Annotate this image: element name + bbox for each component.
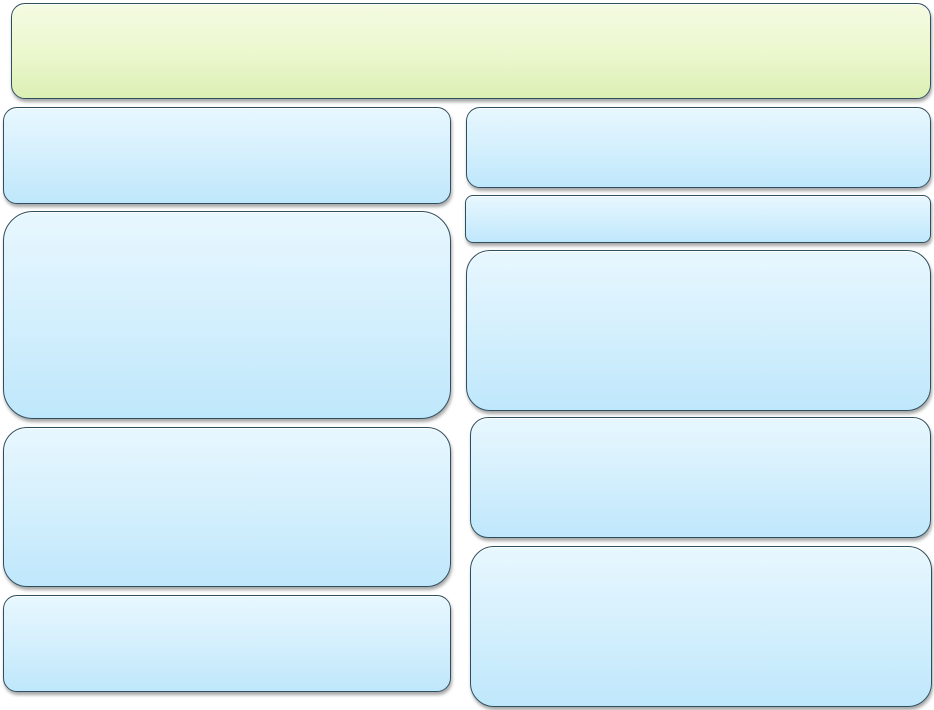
right-panel-2 xyxy=(465,195,931,243)
right-panel-4 xyxy=(470,417,931,538)
right-panel-5 xyxy=(470,546,932,707)
header-banner xyxy=(11,3,931,99)
left-panel-1 xyxy=(3,107,451,204)
left-panel-2 xyxy=(3,211,451,419)
right-panel-3 xyxy=(466,250,931,411)
left-panel-4 xyxy=(3,595,451,692)
right-panel-1 xyxy=(466,107,931,188)
left-panel-3 xyxy=(3,427,451,587)
